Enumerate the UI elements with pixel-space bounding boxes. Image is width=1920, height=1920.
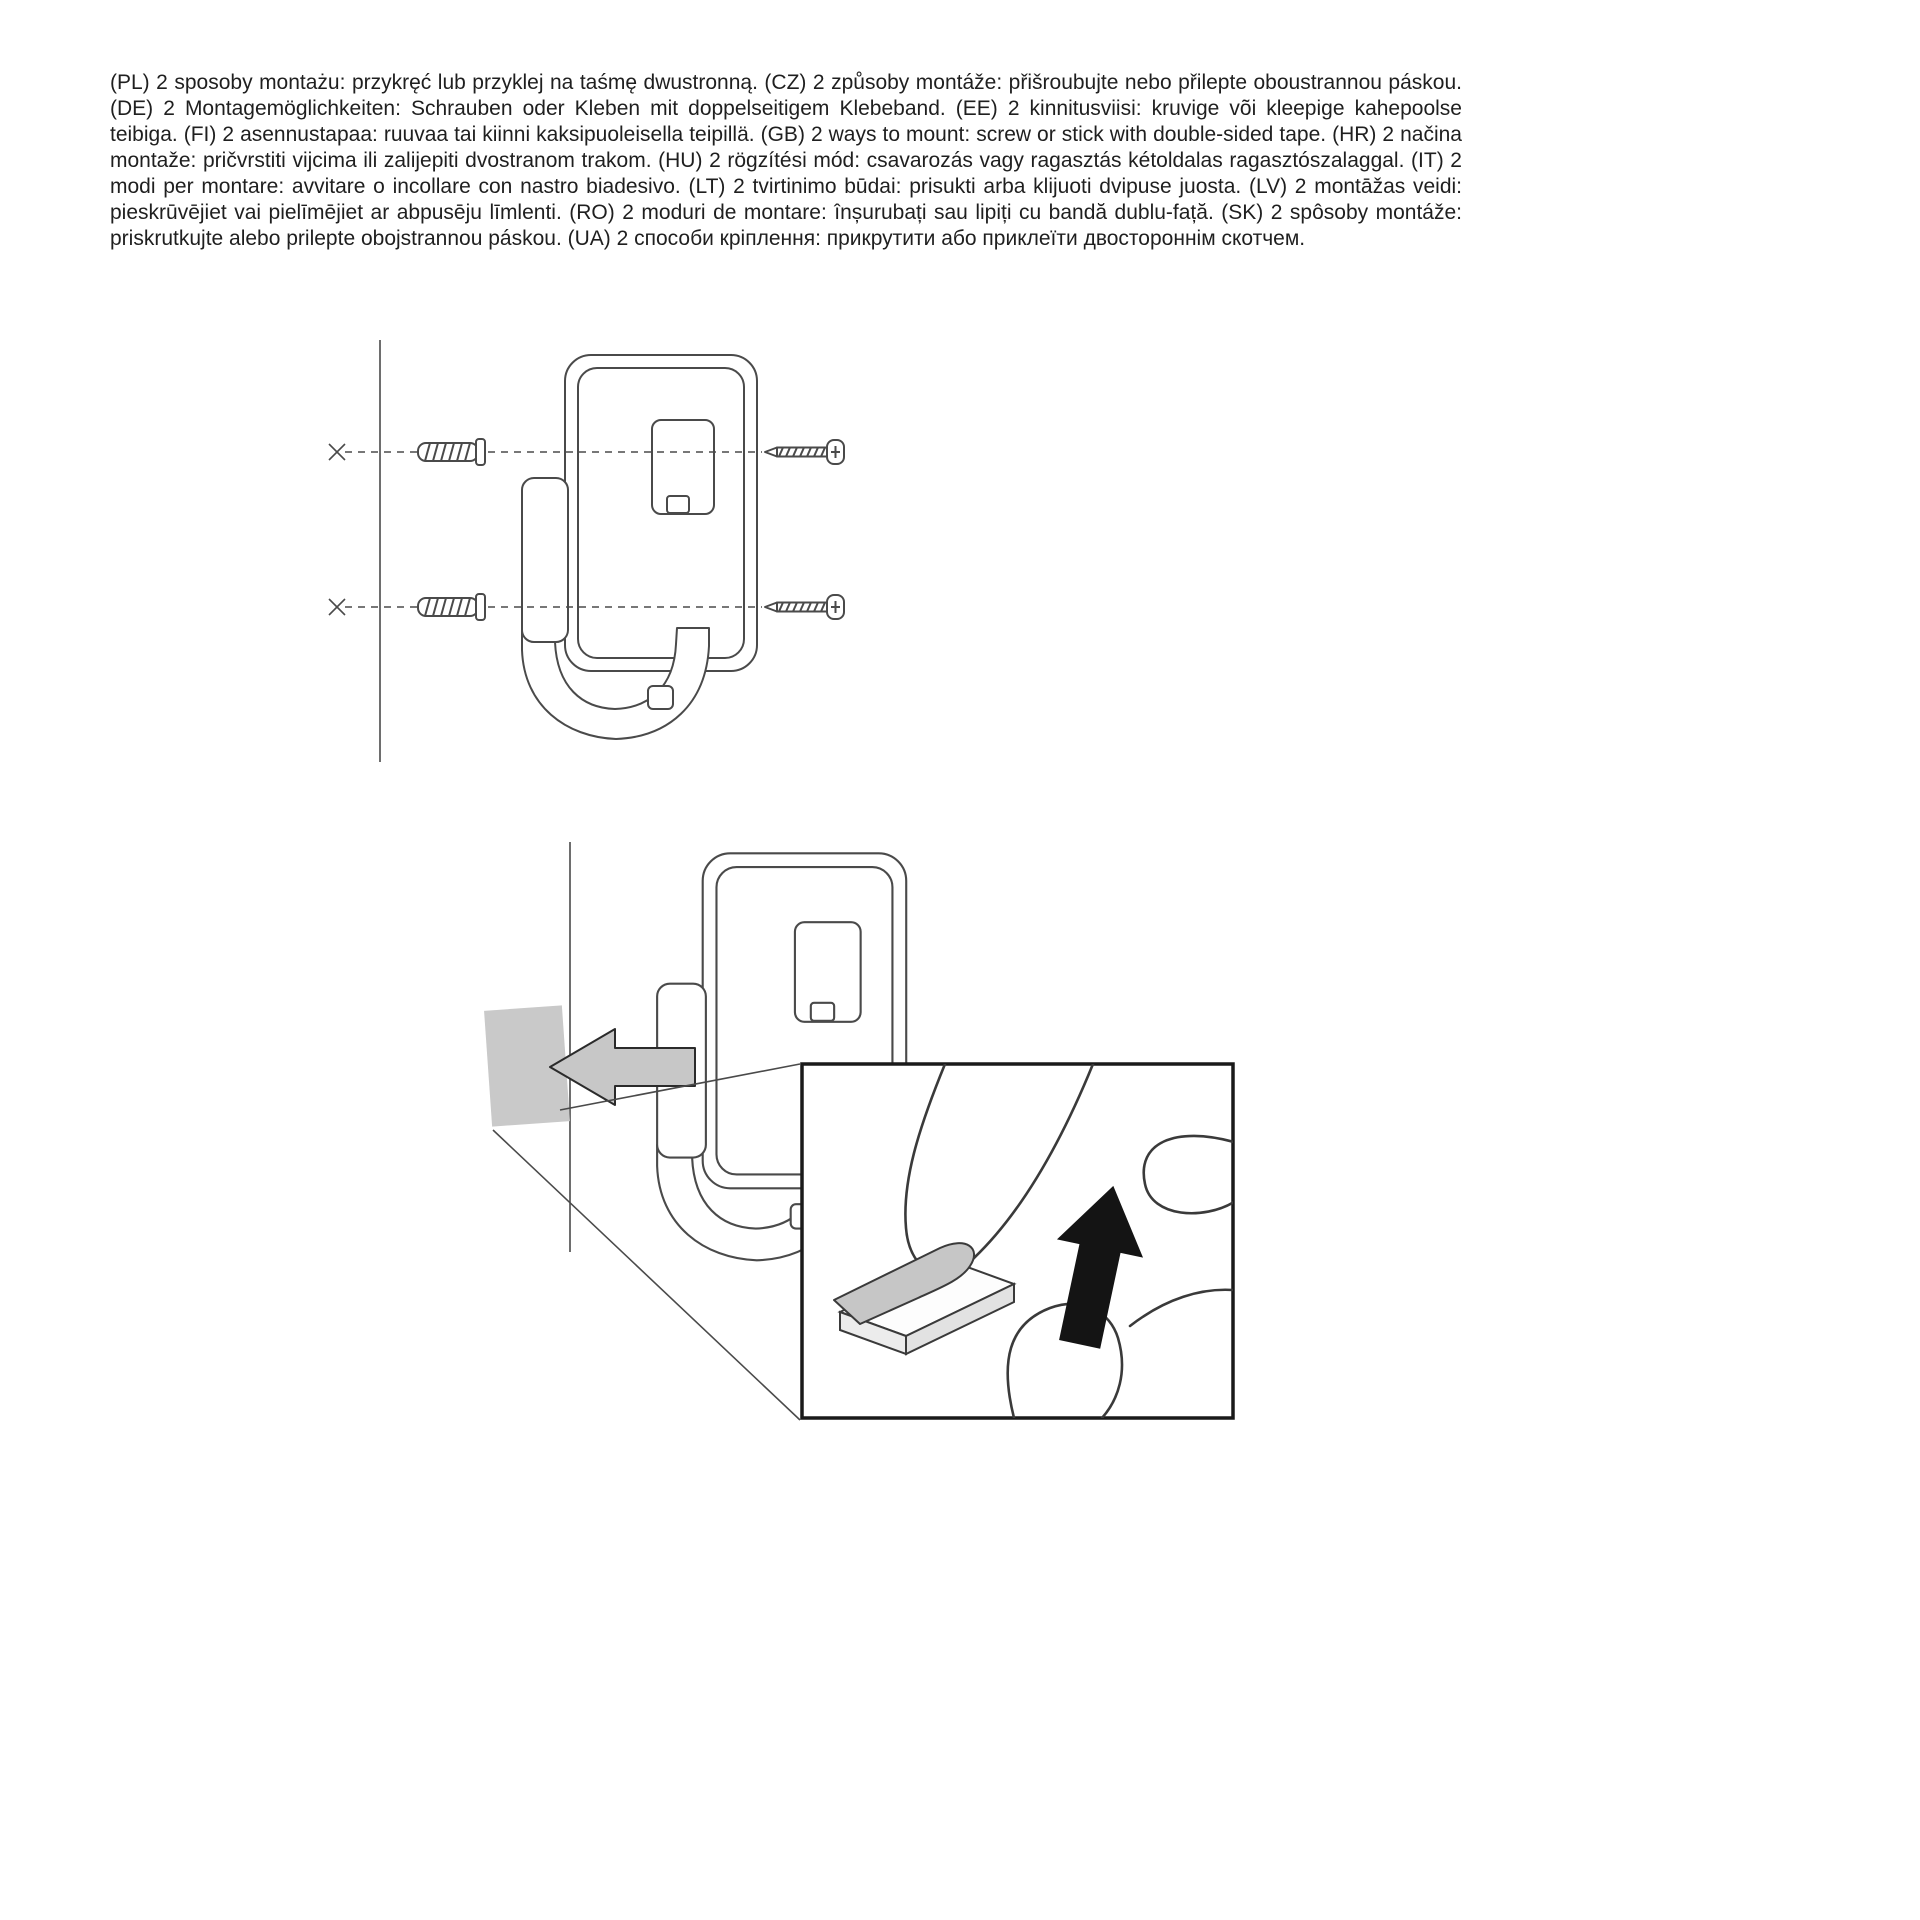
mounting-illustrations <box>328 340 1235 1421</box>
wall-plug-icon <box>417 593 486 621</box>
peel-up-arrow <box>1056 1185 1144 1349</box>
tape-mounting-diagram <box>484 842 1235 1421</box>
drill-mark-x-icon <box>328 598 346 616</box>
magnifier-inset <box>800 1062 1235 1420</box>
inset-border <box>800 1062 1235 1420</box>
instructions-paragraph: (PL) 2 sposoby montażu: przykręć lub prz… <box>110 71 1462 250</box>
tape-strip-peeling <box>833 1242 1017 1356</box>
adhesive-tape-pad <box>484 1005 570 1127</box>
direction-arrow <box>549 1028 696 1106</box>
magnifier-leader-line-upper <box>559 1063 801 1111</box>
screw-mounting-diagram <box>328 340 845 762</box>
screw-icon <box>764 594 845 620</box>
bracket-drawing <box>521 354 758 740</box>
wall-plug-icon <box>417 438 486 466</box>
drill-mark-x-icon <box>328 443 346 461</box>
magnifier-leader-line-lower <box>492 1129 801 1421</box>
screw-icon <box>764 439 845 465</box>
